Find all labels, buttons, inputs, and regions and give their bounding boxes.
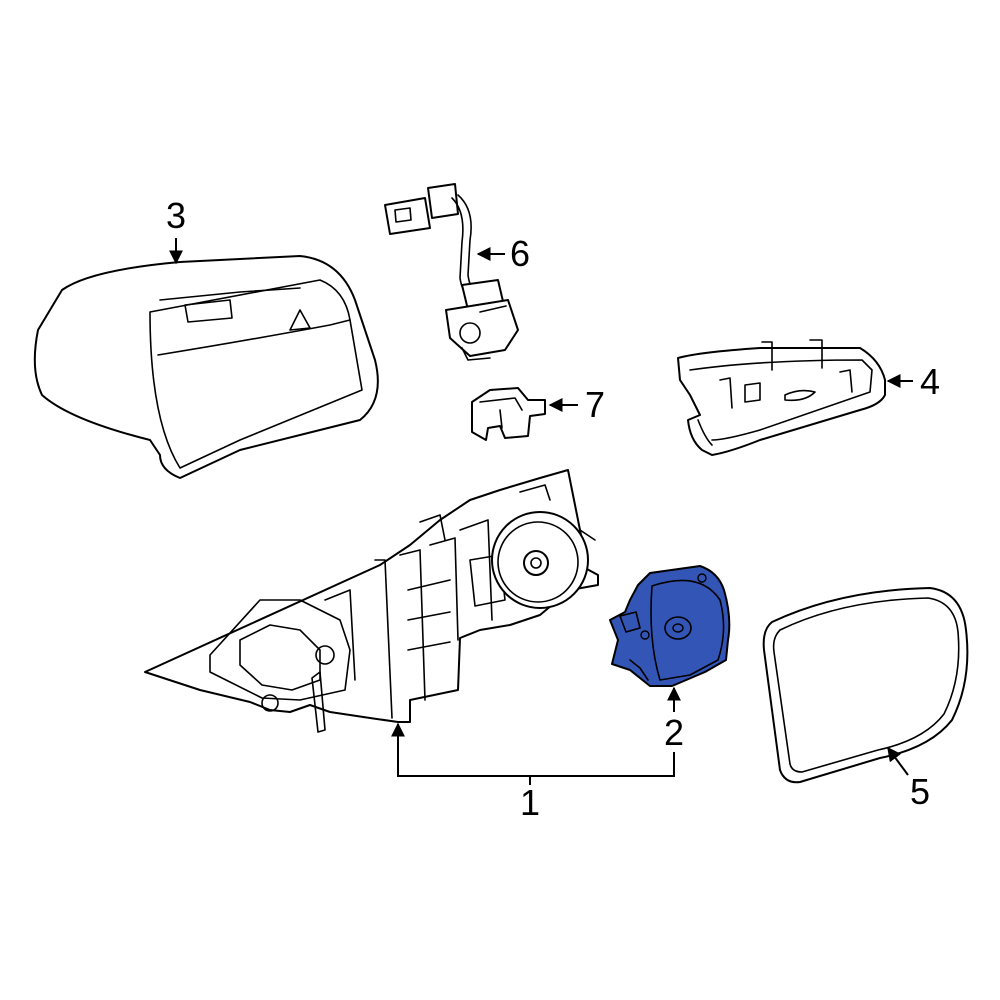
- leader-5: [887, 746, 909, 776]
- callout-6: 6: [510, 233, 530, 274]
- leader-lines: [169, 238, 913, 785]
- part-6-harness[interactable]: [384, 183, 519, 361]
- part-3-mirror-cover[interactable]: [33, 255, 379, 479]
- part-7-bracket[interactable]: [471, 387, 546, 441]
- part-4-housing[interactable]: [677, 339, 886, 456]
- part-2-motor-highlighted[interactable]: [609, 565, 731, 687]
- leader-1: [391, 722, 675, 777]
- part-5-mirror-glass[interactable]: [762, 587, 969, 784]
- callout-5: 5: [910, 771, 930, 812]
- callout-1: 1: [520, 782, 540, 823]
- callout-4: 4: [920, 361, 940, 402]
- part-1-assembly[interactable]: [144, 469, 599, 733]
- callout-2: 2: [664, 712, 684, 753]
- callout-3: 3: [166, 195, 186, 236]
- callout-7: 7: [585, 384, 605, 425]
